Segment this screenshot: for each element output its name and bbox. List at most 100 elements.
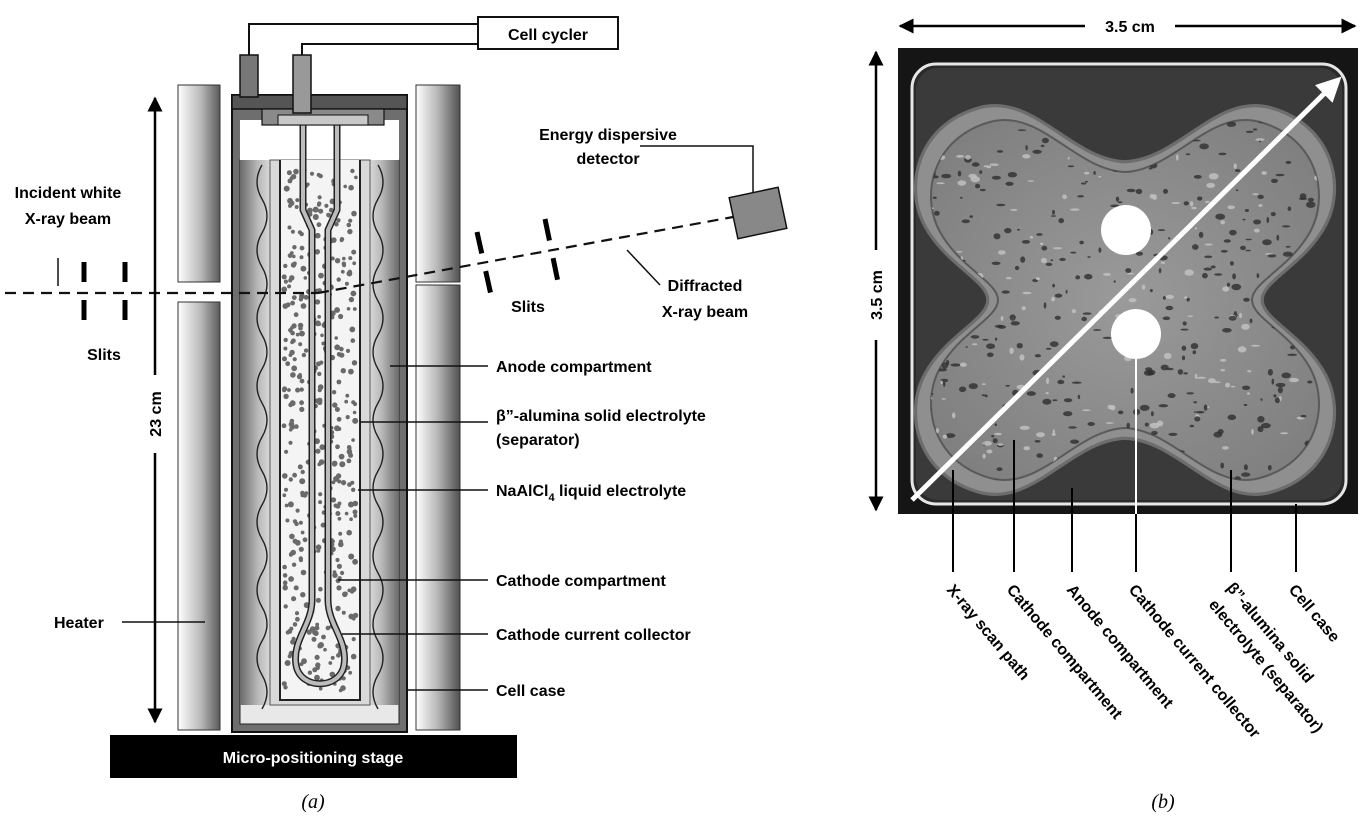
cathode-particle [298, 464, 303, 469]
cathode-particle [347, 307, 351, 311]
cathode-particle [286, 631, 290, 635]
anode-left [240, 160, 270, 705]
ct-texture-speck [1190, 201, 1194, 206]
cathode-particle [348, 256, 352, 260]
ct-texture-speck [962, 219, 970, 223]
ct-texture-speck [1261, 171, 1267, 175]
cathode-particle [337, 417, 342, 422]
heater-left-lower [178, 302, 220, 730]
cathode-particle [290, 372, 296, 378]
cathode-particle [339, 454, 345, 460]
ct-texture-speck [1234, 163, 1237, 169]
ct-texture-speck [1103, 337, 1113, 339]
ct-texture-speck [1204, 404, 1208, 410]
cell-cycler-label: Cell cycler [508, 27, 588, 44]
cathode-particle [318, 500, 322, 504]
cathode-particle [290, 425, 295, 430]
ct-texture-speck [1241, 472, 1250, 476]
ct-texture-speck [1197, 196, 1202, 200]
ct-texture-speck [1042, 399, 1051, 405]
ct-texture-speck [997, 150, 1003, 153]
ct-texture-speck [960, 197, 963, 199]
cathode-particle [344, 400, 348, 404]
ct-texture-speck [1261, 423, 1271, 428]
cathode-particle [316, 598, 321, 603]
caption-b: (b) [1151, 791, 1175, 813]
ct-texture-speck [1186, 153, 1191, 155]
ct-texture-speck [1244, 464, 1248, 470]
cathode-particle [289, 552, 293, 556]
ct-texture-speck [1252, 193, 1258, 195]
anode-compartment-label: Anode compartment [496, 359, 652, 376]
cathode-particle [304, 348, 308, 352]
cathode-particle [285, 519, 289, 523]
ct-texture-speck [1258, 195, 1264, 199]
cathode-particle [298, 230, 302, 234]
ct-texture-speck [982, 383, 986, 385]
ct-texture-speck [1271, 212, 1276, 216]
cathode-particle [284, 604, 288, 608]
ct-texture-speck [1020, 354, 1025, 360]
ct-texture-speck [1053, 429, 1055, 435]
cathode-particle [340, 685, 346, 691]
ct-texture-speck [951, 363, 961, 366]
cathode-particle [319, 687, 323, 691]
cathode-particle [345, 394, 349, 398]
ct-texture-speck [1022, 154, 1030, 158]
cathode-particle [352, 418, 358, 424]
ct-texture-speck [1050, 341, 1059, 347]
cathode-particle [291, 338, 296, 343]
ct-texture-speck [1244, 404, 1248, 406]
ct-texture-speck [934, 211, 940, 216]
cathode-particle [352, 637, 356, 641]
cathode-particle [294, 585, 299, 590]
cathode-particle [310, 172, 314, 176]
ct-texture-speck [1176, 154, 1179, 160]
ct-texture-speck [1093, 329, 1101, 331]
ct-texture-speck [1254, 229, 1260, 233]
cathode-particle [319, 459, 325, 465]
ct-texture-speck [1194, 416, 1200, 421]
separator-label-2: (separator) [496, 432, 580, 449]
ct-texture-speck [1087, 256, 1090, 258]
ct-texture-speck [1192, 244, 1199, 250]
ct-texture-speck [1171, 202, 1180, 204]
cathode-particle [293, 169, 299, 175]
ct-texture-speck [1127, 273, 1134, 275]
cathode-particle [299, 297, 303, 301]
ct-texture-speck [1004, 228, 1011, 233]
ct-texture-speck [1215, 214, 1225, 220]
ct-texture-speck [1070, 208, 1080, 210]
cathode-particle [336, 473, 341, 478]
ct-texture-speck [943, 435, 947, 439]
ct-texture-speck [1150, 194, 1155, 199]
ct-texture-speck [975, 184, 980, 189]
ct-texture-speck [1220, 359, 1226, 362]
heater-right-lower [416, 285, 460, 730]
ct-texture-speck [1027, 391, 1036, 396]
ct-texture-speck [995, 338, 997, 341]
ct-texture-speck [1166, 295, 1174, 299]
cathode-particle [292, 473, 297, 478]
ct-texture-speck [1204, 268, 1212, 271]
cathode-particle [341, 368, 346, 373]
ct-texture-speck [1231, 386, 1235, 388]
ct-texture-speck [1053, 247, 1062, 249]
ct-texture-speck [1218, 429, 1224, 434]
cathode-particle [338, 517, 342, 521]
ct-texture-speck [992, 262, 1001, 265]
cathode-particle [284, 280, 288, 284]
ct-texture-speck [1253, 128, 1257, 130]
ct-texture-speck [936, 182, 945, 184]
ct-texture-speck [1058, 218, 1064, 223]
cathode-particle [337, 480, 341, 484]
cathode-particle [326, 213, 330, 217]
cathode-particle [291, 365, 297, 371]
ct-texture-speck [1082, 409, 1090, 411]
ct-texture-speck [992, 176, 1001, 180]
ct-texture-speck [1081, 183, 1086, 185]
cathode-particle [293, 622, 298, 627]
cathode-particle [301, 570, 307, 576]
ct-texture-speck [998, 250, 1006, 254]
